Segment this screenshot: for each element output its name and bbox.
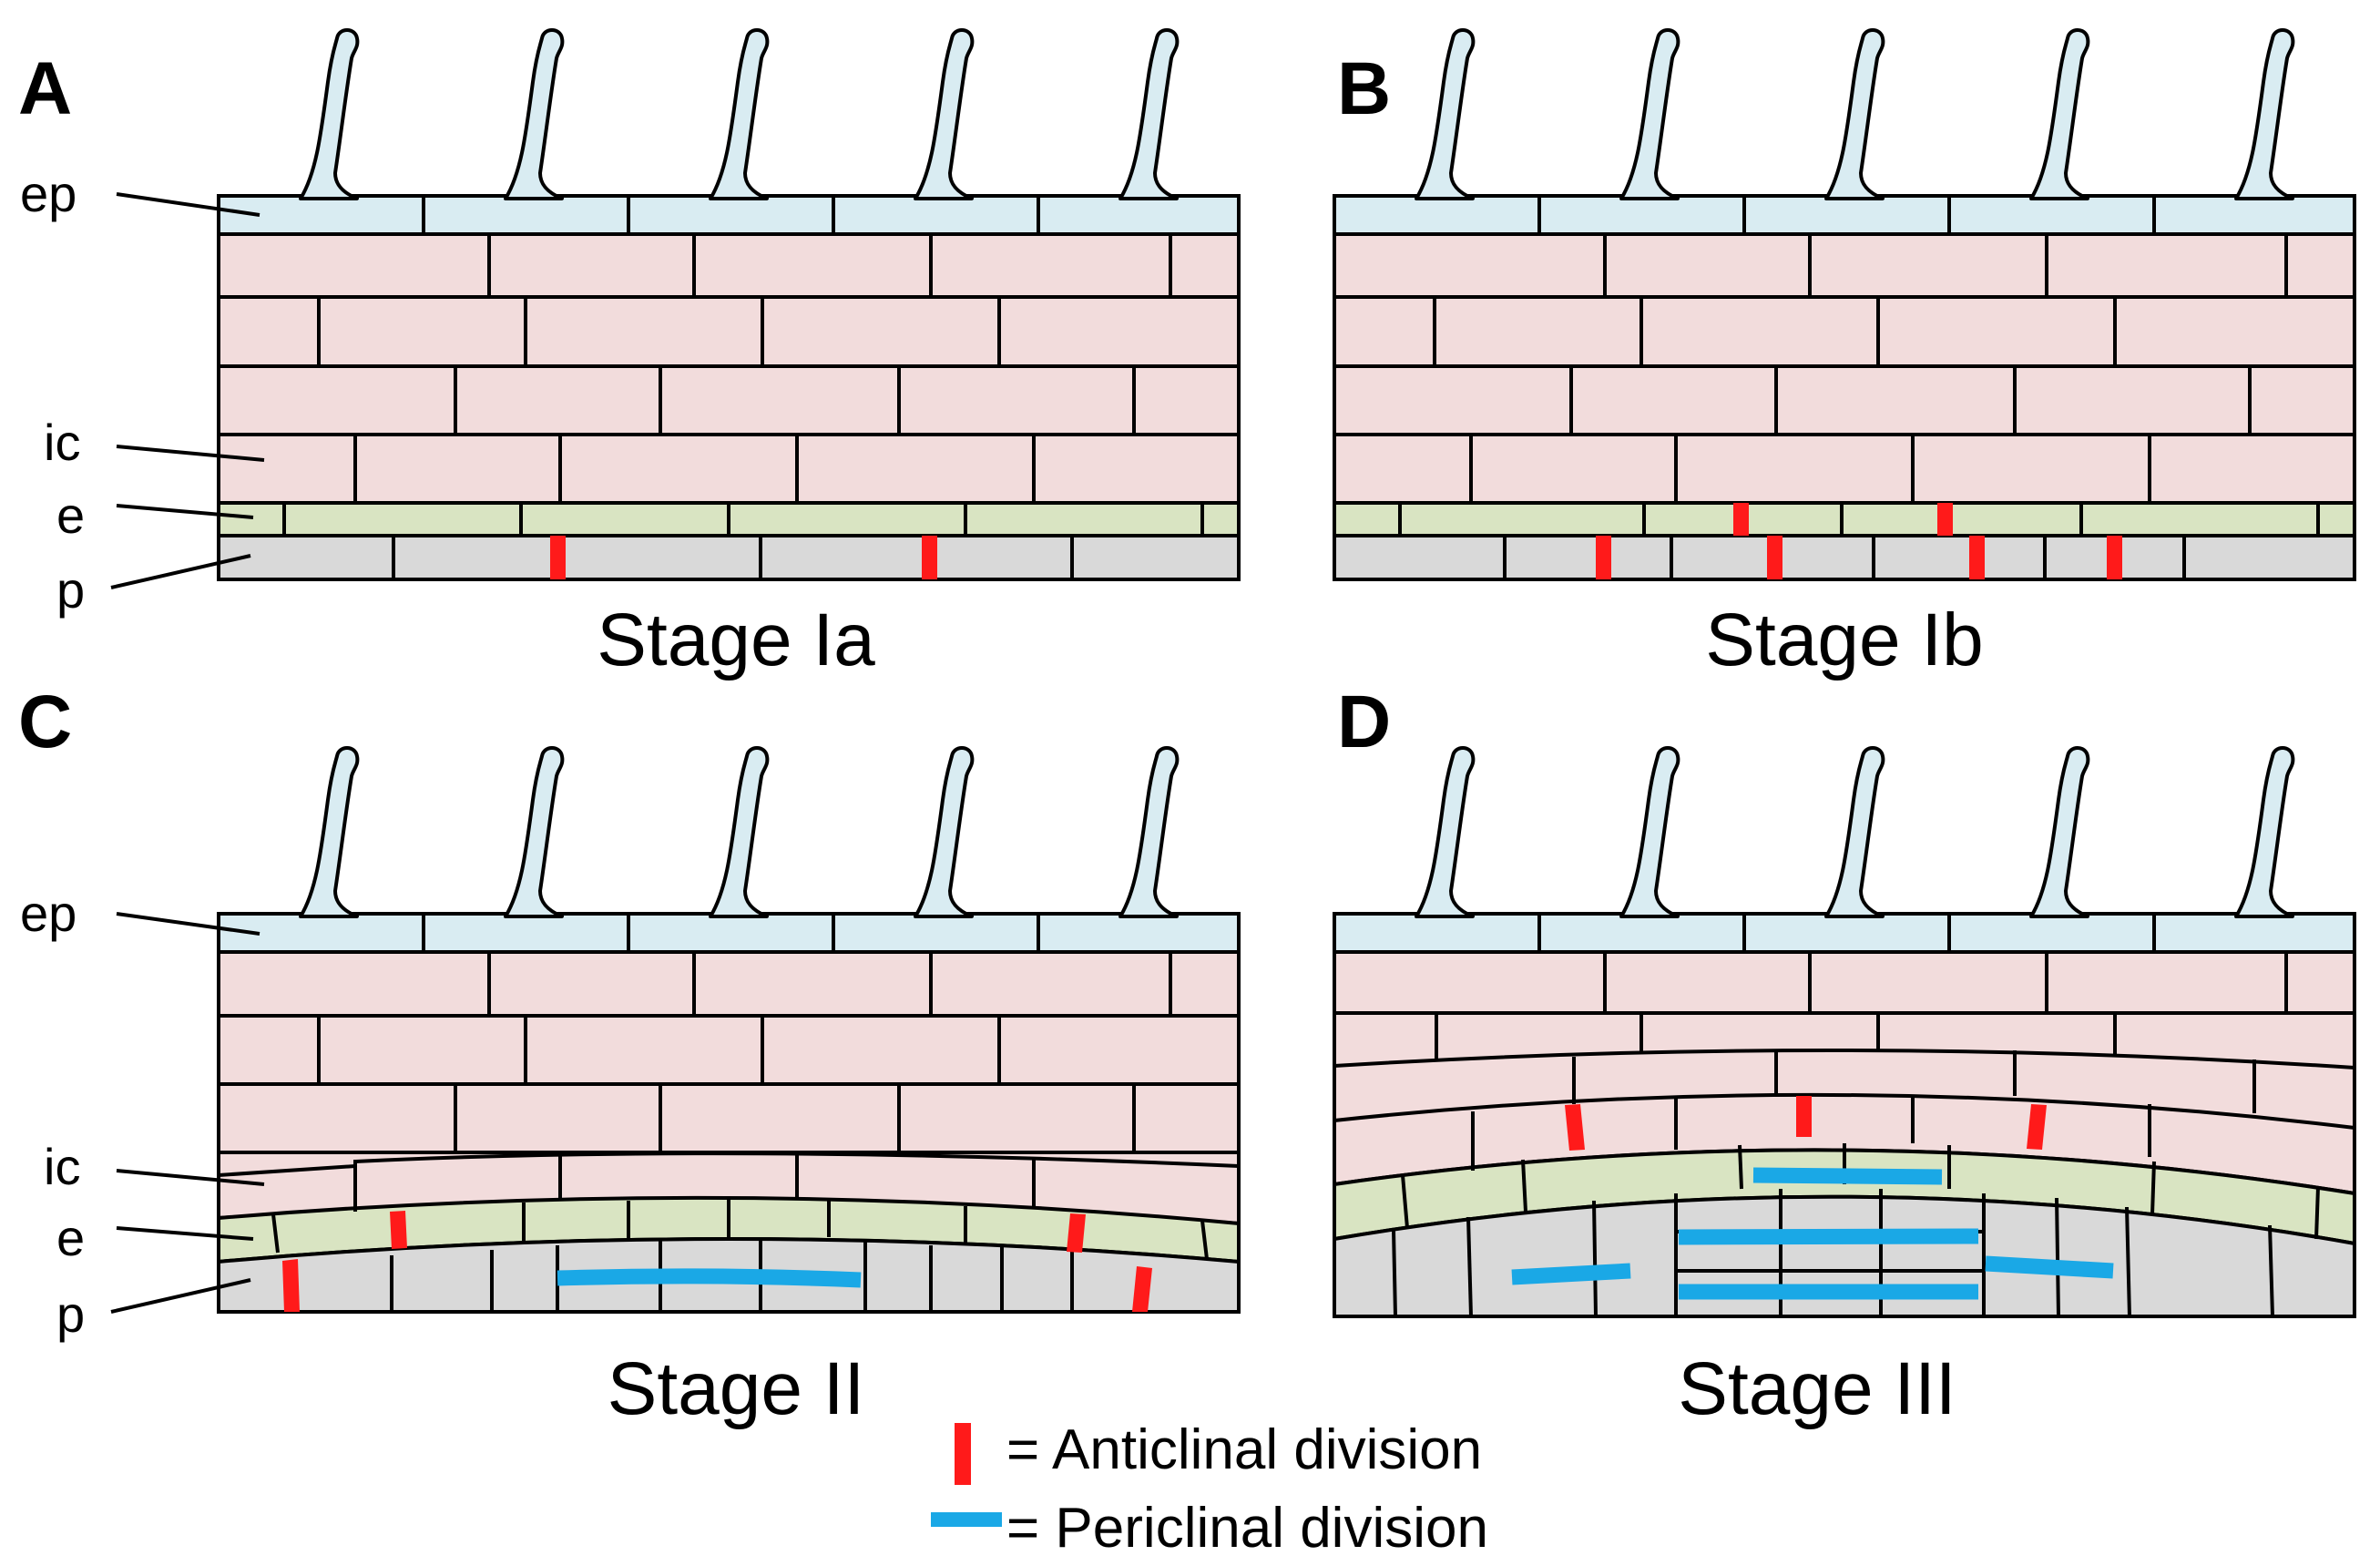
panel-letter-a: A [18, 47, 72, 130]
root-hairs [1415, 746, 2295, 918]
periclinal-division-marks [557, 1268, 862, 1288]
cortex-row-lines [1334, 295, 2354, 436]
stage-label-iii: Stage III [1678, 1347, 1956, 1430]
panel-c: C [18, 681, 1241, 1430]
layer-labels: ep ic e p [20, 885, 265, 1343]
panel-b: B [1333, 28, 2356, 681]
pericycle-layer [1333, 534, 2356, 581]
cell-walls [1398, 196, 2320, 579]
panel-a: A [18, 28, 1241, 681]
label-e: e [56, 486, 85, 544]
endodermis-layer [1333, 501, 2356, 537]
epidermis-layer [217, 194, 1241, 236]
anticlinal-legend-swatch [955, 1423, 971, 1485]
label-leader-lines [110, 912, 265, 1314]
label-ic: ic [44, 414, 80, 471]
periclinal-legend-swatch [931, 1512, 1002, 1527]
panel-letter-b: B [1337, 47, 1391, 130]
epidermis-layer [217, 912, 1241, 954]
inner-cortex-layer [217, 950, 1241, 1226]
label-p: p [56, 561, 85, 619]
stage-label-ii: Stage II [608, 1347, 865, 1430]
inner-cortex-layer [217, 232, 1241, 505]
label-p: p [56, 1285, 85, 1343]
anticlinal-division-marks [282, 1211, 1152, 1312]
anticlinal-division-marks [1596, 503, 2122, 579]
label-leader-lines [110, 192, 265, 589]
root-hairs [1415, 28, 2295, 200]
panel-letter-d: D [1337, 681, 1391, 763]
cortex-row-lines [218, 1014, 1240, 1177]
anticlinal-division-marks [550, 536, 937, 579]
label-ep: ep [20, 165, 77, 222]
periclinal-division-marks [1511, 1167, 2114, 1300]
pericycle-layer [1333, 1194, 2356, 1318]
label-e: e [56, 1209, 85, 1266]
label-ep: ep [20, 885, 77, 942]
anticlinal-division-marks [1565, 1096, 2047, 1151]
cortex-row-lines [1333, 1011, 2355, 1130]
epidermis-layer [1333, 194, 2356, 236]
stage-label-ia: Stage Ia [597, 599, 875, 681]
legend: = Anticlinal division = Periclinal divis… [931, 1418, 1488, 1560]
inner-cortex-layer [1333, 232, 2356, 505]
stage-label-ib: Stage Ib [1705, 599, 1983, 681]
cortex-row-lines [219, 295, 1239, 436]
panel-letter-c: C [18, 681, 72, 763]
pericycle-layer [217, 534, 1241, 581]
cell-walls [282, 196, 1204, 579]
root-hairs [299, 28, 1180, 200]
periclinal-legend-label: = Periclinal division [1006, 1497, 1488, 1560]
panel-d: D [1333, 681, 2356, 1430]
epidermis-layer [1333, 912, 2356, 954]
label-ic: ic [44, 1138, 80, 1195]
anticlinal-legend-label: = Anticlinal division [1006, 1418, 1482, 1481]
layer-labels: ep ic e p [20, 165, 265, 619]
root-hairs [299, 746, 1180, 918]
